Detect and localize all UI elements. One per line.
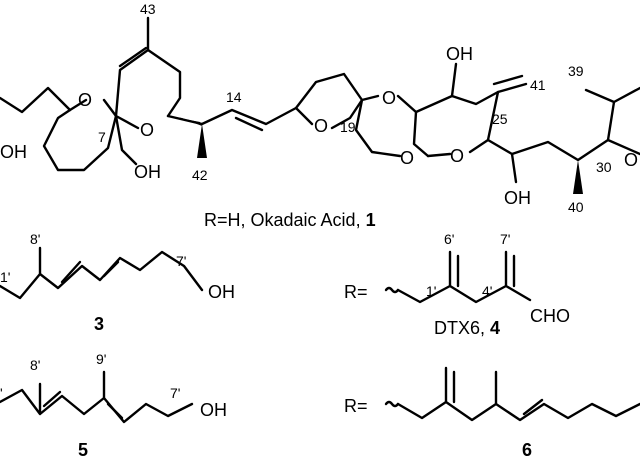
compound-6-wavy-bond <box>384 400 400 408</box>
c5-7p: 7' <box>170 385 180 401</box>
num-43: 43 <box>140 1 156 17</box>
compound-5-bonds <box>0 370 194 424</box>
compound-5-skeleton <box>0 370 194 424</box>
compound-3-double-bonds <box>60 260 120 284</box>
thf-ring-bonds <box>294 72 364 130</box>
compound-3-skeleton <box>0 246 204 300</box>
compound-6-number: 6 <box>522 440 532 460</box>
compound-4-wavy-bond <box>384 286 400 294</box>
chain-c13-c16 <box>166 106 298 126</box>
num-39: 39 <box>568 63 584 79</box>
num-42: 42 <box>192 167 208 183</box>
oh-bottom-label: OH <box>504 188 531 208</box>
o-thf-label: O <box>314 116 328 136</box>
c4-1p: 1' <box>426 283 436 299</box>
oh-top-bond <box>450 62 458 98</box>
ring-d-bonds <box>354 94 430 158</box>
oh-5-label: OH <box>200 400 227 420</box>
compound-4-double-bonds <box>456 254 516 288</box>
cho-4-label: CHO <box>530 306 570 326</box>
num-7: 7 <box>98 129 106 145</box>
compound-6-double-bonds <box>452 370 544 416</box>
num-19: 19 <box>340 119 356 135</box>
num-25: 25 <box>492 111 508 127</box>
oh-left-label: OH <box>0 142 27 162</box>
left-chain-bond <box>0 86 72 114</box>
oh-7-label: OH <box>134 162 161 182</box>
ring-b-bonds <box>114 46 182 130</box>
num-41: 41 <box>530 77 546 93</box>
o-pyran-bottom-label: O <box>450 146 464 166</box>
c5-8p: 8' <box>30 357 40 373</box>
compound-4-name: DTX6, <box>434 318 490 338</box>
compound-4-skeleton <box>384 250 532 304</box>
ring-e-bonds <box>414 90 500 158</box>
c7-oh-bond <box>114 114 138 166</box>
o-ring-b-label: O <box>140 120 154 140</box>
c5-1p: ' <box>0 385 3 401</box>
oh-3-label: OH <box>208 282 235 302</box>
compound-3-bonds <box>0 246 204 300</box>
wedge-methyl-40 <box>573 160 583 194</box>
c3-1p: 1' <box>0 269 10 285</box>
r-prefix-4: R= <box>344 282 368 302</box>
c4-7p: 7' <box>500 231 510 247</box>
compound-6-bonds <box>396 366 640 422</box>
o-spiro-19-label: O <box>382 88 396 108</box>
wedge-methyl-42 <box>197 124 207 158</box>
c3-7p: 7' <box>176 253 186 269</box>
compound-4-caption: DTX6, 4 <box>434 318 500 338</box>
compound-4-bonds <box>396 250 532 304</box>
num-40: 40 <box>568 199 584 215</box>
o-right-label: O <box>624 150 638 170</box>
o-ring-a-label: O <box>78 90 92 110</box>
r-prefix-6: R= <box>344 396 368 416</box>
exo-methylene-41 <box>492 74 528 94</box>
trans-double-bond <box>234 116 264 132</box>
num-30: 30 <box>596 159 612 175</box>
main-caption: R=H, Okadaic Acid, 1 <box>204 210 376 230</box>
main-caption-number: 1 <box>366 210 376 230</box>
oh-top-label: OH <box>446 44 473 64</box>
compound-3-number: 3 <box>94 314 104 334</box>
compound-5-number: 5 <box>78 440 88 460</box>
c3-8p: 8' <box>30 231 40 247</box>
right-chain-bonds <box>486 86 640 162</box>
o-pyran-top-label: O <box>400 148 414 168</box>
compound-6-skeleton <box>384 366 640 422</box>
c4-4p: 4' <box>482 283 492 299</box>
okadaic-acid-skeleton <box>0 16 640 194</box>
c5-9p: 9' <box>96 351 106 367</box>
main-caption-text: R=H, Okadaic Acid, <box>204 210 366 230</box>
num-14: 14 <box>226 89 242 105</box>
oh-bottom-bond <box>510 152 518 184</box>
ring-a-bonds <box>42 98 118 172</box>
c4-6p: 6' <box>444 231 454 247</box>
compound-4-number: 4 <box>490 318 500 338</box>
compound-5-double-bonds <box>42 390 124 420</box>
